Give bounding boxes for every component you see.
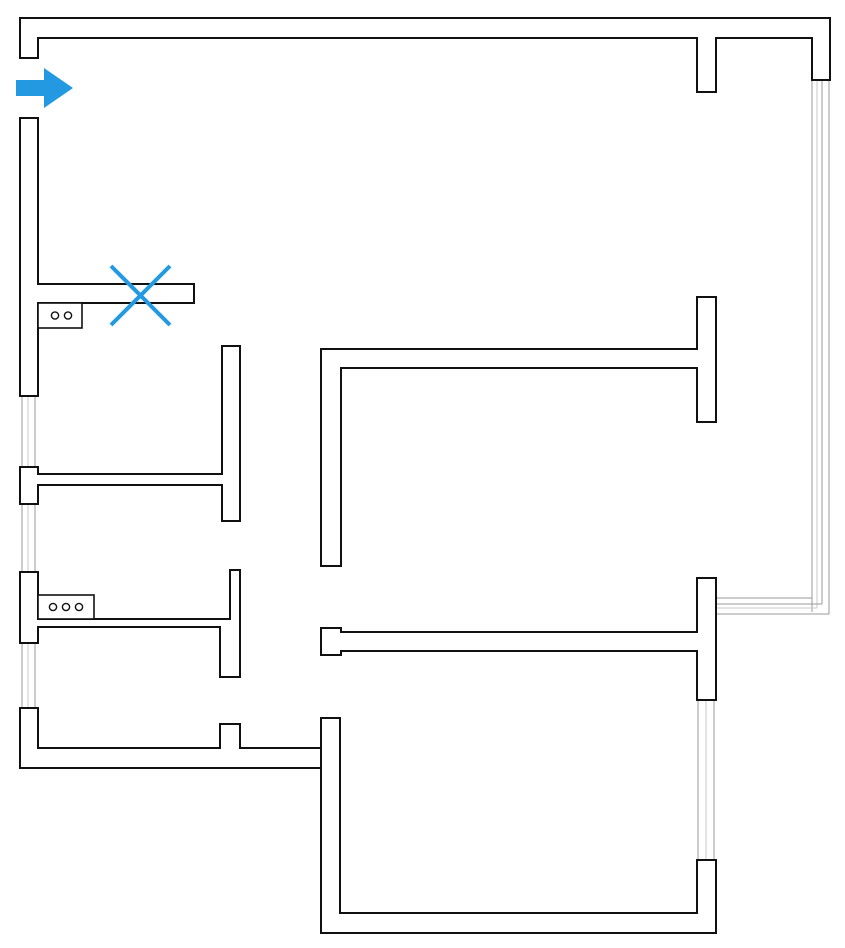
cross-mark-icon xyxy=(109,264,172,327)
window-bottom-right xyxy=(697,700,715,860)
window-left-lower xyxy=(21,643,36,708)
burner xyxy=(63,311,73,320)
wall-top xyxy=(19,17,831,93)
wall-left-stub-lower xyxy=(19,569,241,678)
window-right-vertical xyxy=(811,80,830,614)
lower-stove xyxy=(37,594,95,620)
wall-bottom-room xyxy=(320,717,717,934)
wall-left-upper xyxy=(19,117,195,397)
wall-center-lower xyxy=(320,577,717,701)
wall-center-upper xyxy=(320,296,717,567)
burner xyxy=(48,602,58,612)
wall-left-stub-upper xyxy=(19,345,241,522)
walls xyxy=(19,17,831,934)
burner xyxy=(74,602,84,612)
upper-stove xyxy=(37,302,83,329)
window-right-horizontal xyxy=(715,597,829,615)
burner xyxy=(61,602,71,612)
wall-bottom-left xyxy=(19,707,322,769)
windows xyxy=(21,80,830,860)
window-left-middle xyxy=(21,504,36,572)
window-left-upper xyxy=(21,396,36,467)
entrance-arrow-icon xyxy=(16,68,73,108)
burner xyxy=(50,311,60,320)
